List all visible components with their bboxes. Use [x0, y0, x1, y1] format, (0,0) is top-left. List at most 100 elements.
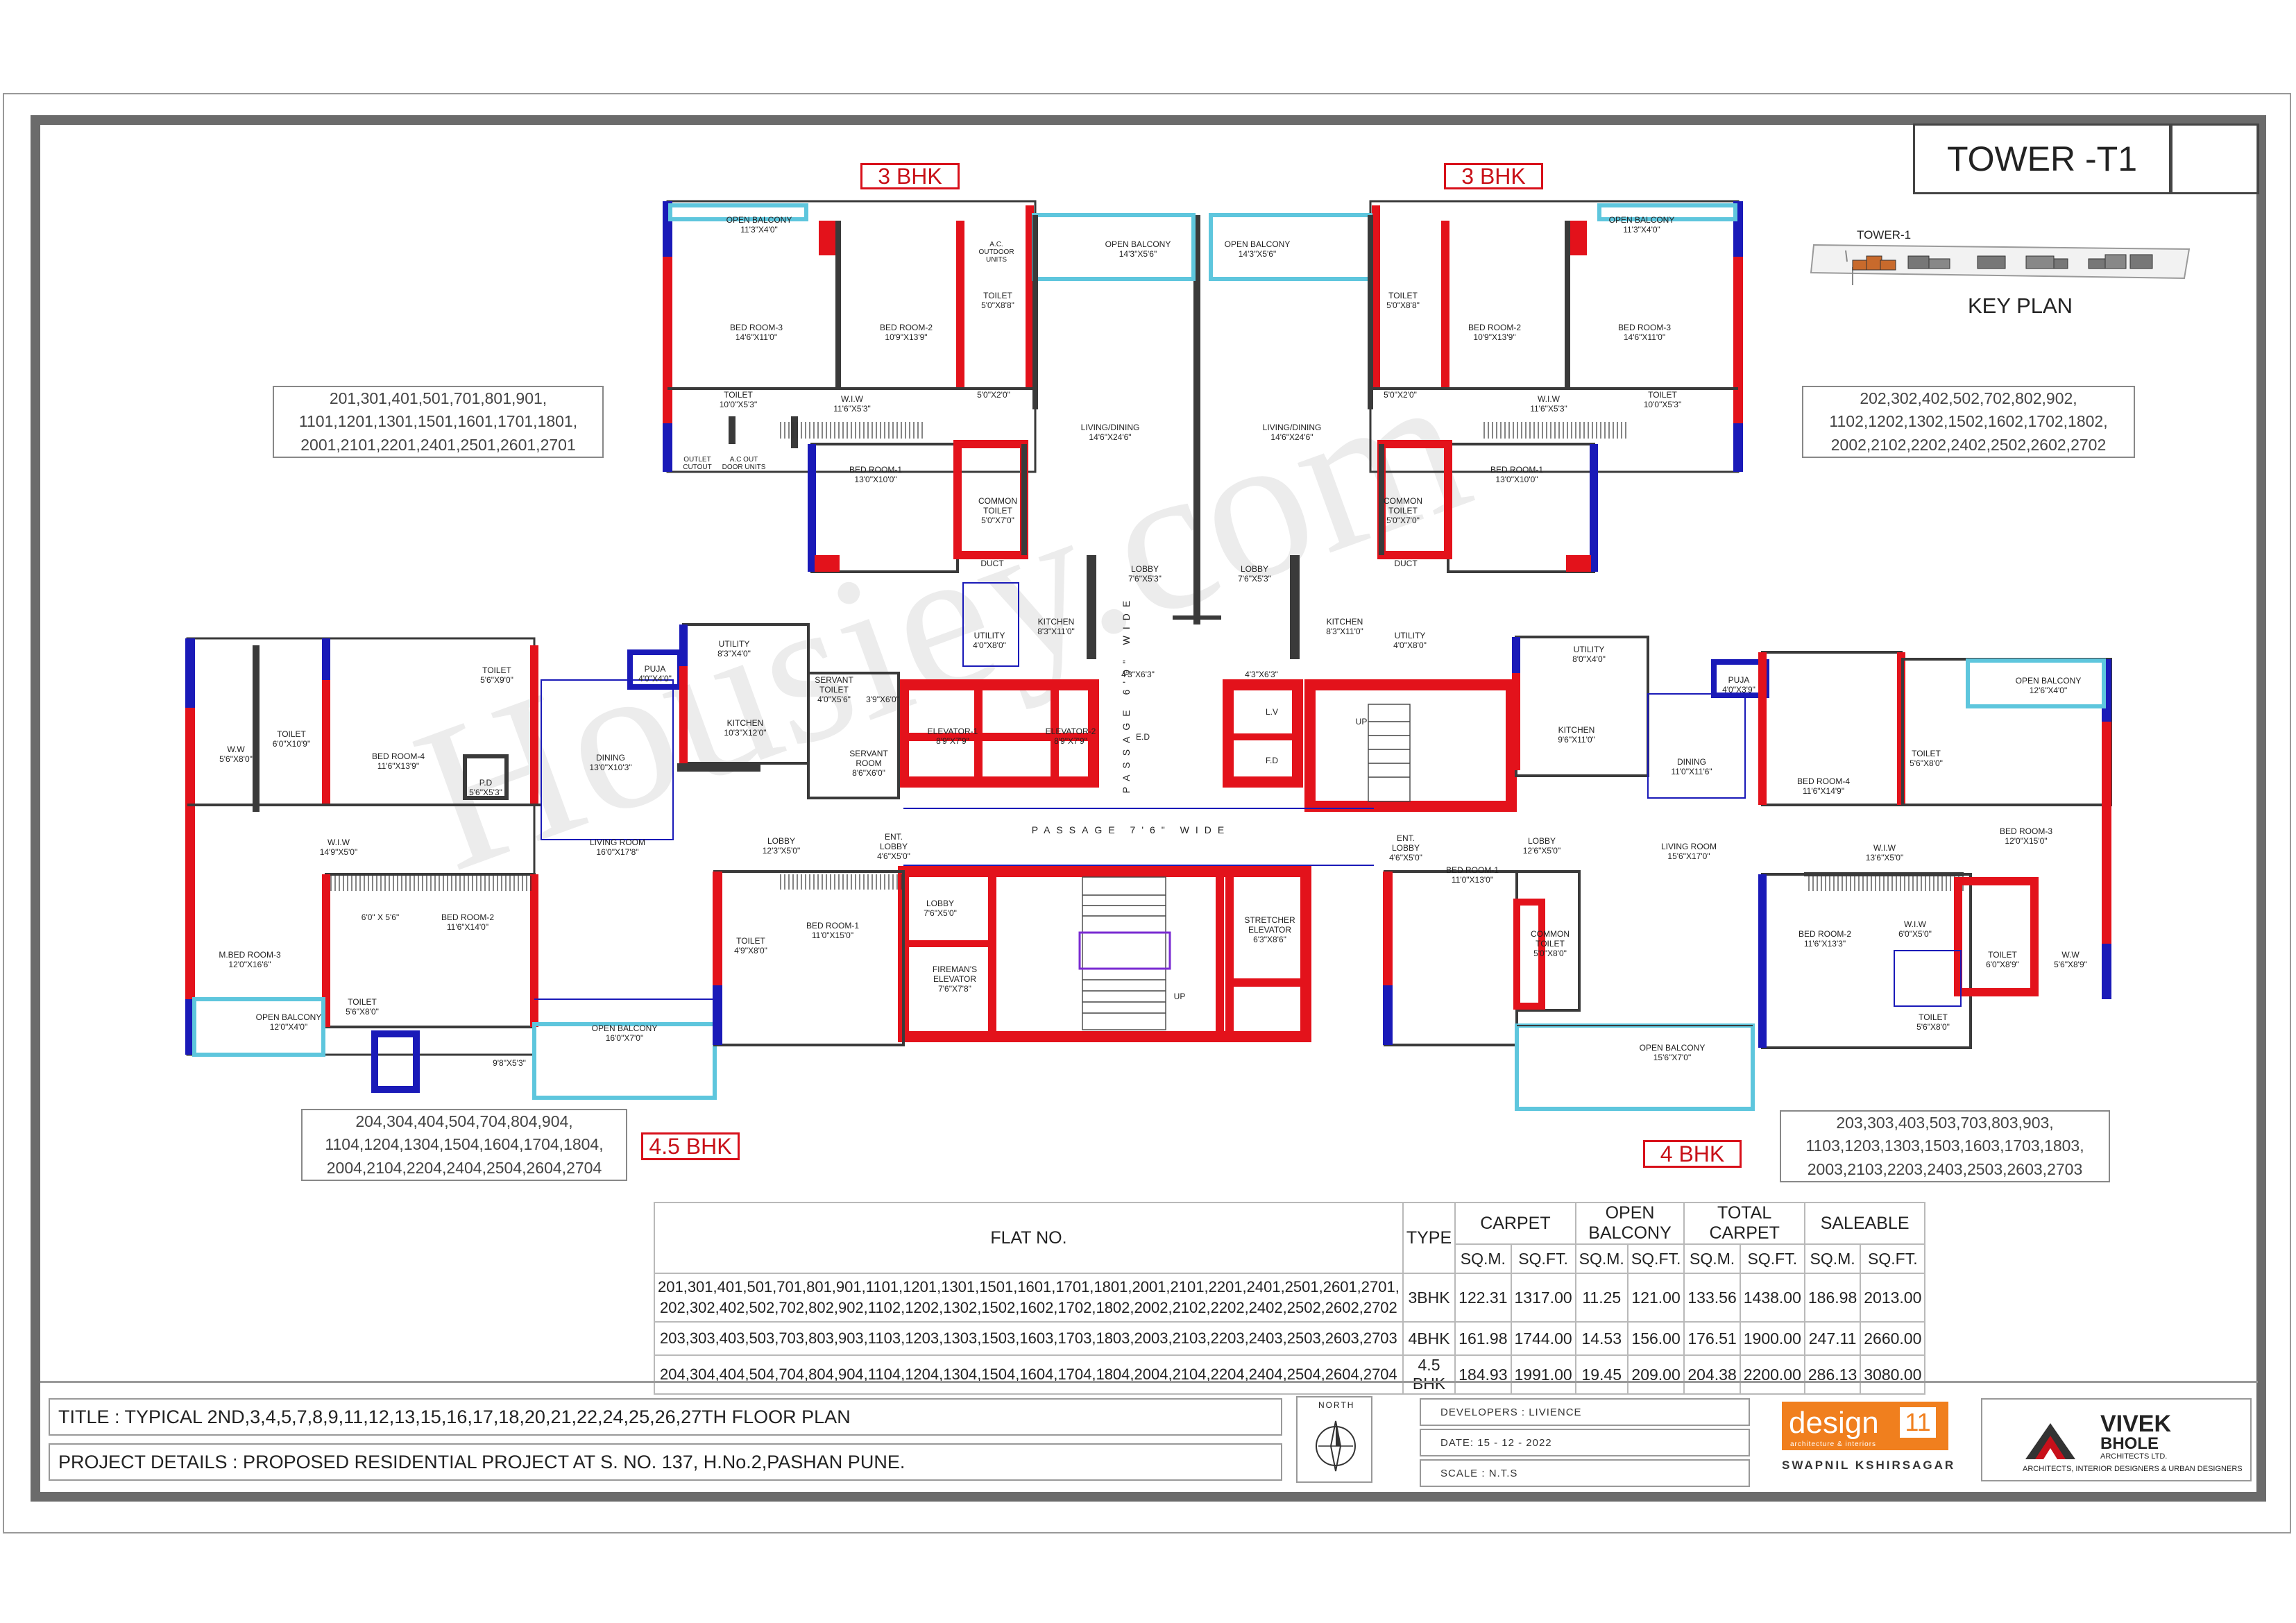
col-open-balcony: OPEN BALCONY — [1574, 1202, 1685, 1245]
room-name: ELEVATOR-2 — [1046, 726, 1096, 736]
room-name: UTILITY — [1395, 631, 1426, 640]
bhk-tag-bottom-right: 4 BHK — [1643, 1140, 1742, 1168]
room-name: TOILET — [1388, 291, 1418, 300]
room-dim: 8'6"X6'0" — [852, 768, 885, 778]
room-dim: 10'9"X13'9" — [1473, 332, 1515, 342]
key-plan-tower-label: TOWER-1 — [1857, 228, 1912, 241]
carpet-sqm: 161.98 — [1454, 1321, 1512, 1356]
passage-label-vertical: PASSAGE 6'0" WIDE — [1121, 595, 1132, 793]
unit-list-line: 1101,1201,1301,1501,1601,1701,1801, — [298, 412, 578, 431]
unit-list-bottom-right: 203,303,403,503,703,803,903, 1103,1203,1… — [1780, 1110, 2110, 1182]
room-name: DINING — [1677, 757, 1706, 767]
ac-units-label: A.C. — [989, 241, 1003, 248]
room-dim: 11'6"X5'3" — [833, 404, 871, 414]
room-dim: 5'0"X2'0" — [977, 390, 1010, 400]
room-name: UP — [1174, 992, 1186, 1001]
unit-list-line: 2004,2104,2204,2404,2504,2604,2704 — [326, 1158, 602, 1177]
table-row: 204,304,404,504,704,804,904,1104,1204,13… — [654, 1354, 1926, 1395]
saleable-sqm: 286.13 — [1803, 1354, 1862, 1395]
room-dim: 7'6"X5'3" — [1128, 574, 1162, 584]
room-name: TOILET — [819, 685, 849, 695]
key-plan-label: KEY PLAN — [1968, 294, 2073, 318]
strip-divider — [40, 1381, 2258, 1383]
type-cell: 4.5 BHK — [1402, 1354, 1456, 1395]
room-dim: 5'6"X8'0" — [1910, 758, 1943, 768]
room-name: DUCT — [1394, 559, 1418, 568]
room-dim: 10'3"X12'0" — [724, 728, 766, 738]
room-dim: 5'6"X8'0" — [219, 754, 253, 764]
unit-sqm: SQ.M. — [1454, 1243, 1512, 1274]
bhk-tag-top-left: 3 BHK — [860, 163, 960, 189]
key-plan-site-icon — [1810, 244, 2191, 285]
unit-list-line: 202,302,402,502,702,802,902, — [1860, 389, 2077, 407]
room-name: KITCHEN — [1038, 617, 1075, 627]
room-name: TOILET — [1919, 1012, 1948, 1022]
room-dim: 13'0"X10'0" — [854, 475, 896, 484]
room-dim: 7'6"X7'8" — [938, 984, 971, 994]
col-total-carpet: TOTAL CARPET — [1683, 1202, 1805, 1245]
total-sqm: 176.51 — [1683, 1321, 1741, 1356]
unit-45bhk-bottom-left — [185, 623, 905, 1100]
carpet-sqm: 122.31 — [1454, 1273, 1512, 1323]
labels-3bhk-left: OPEN BALCONY 11'3"X4'0" OPEN BALCONY 14'… — [720, 215, 1171, 679]
room-name: TOILET — [983, 506, 1012, 516]
room-name: SERVANT — [815, 675, 853, 685]
unit-list-line: 1103,1203,1303,1503,1603,1703,1803, — [1805, 1137, 2084, 1155]
room-name: BED ROOM-2 — [1468, 323, 1521, 332]
col-type: TYPE — [1402, 1202, 1456, 1274]
type-cell: 3BHK — [1402, 1273, 1456, 1323]
room-dim: 10'0"X5'3" — [720, 400, 757, 409]
area-statement-table: FLAT NO. TYPE CARPET OPEN BALCONY TOTAL … — [654, 1202, 1926, 1395]
unit-sqft: SQ.FT. — [1860, 1243, 1926, 1274]
total-sqm: 204.38 — [1683, 1354, 1741, 1395]
project-details: PROJECT DETAILS : PROPOSED RESIDENTIAL P… — [49, 1443, 1282, 1481]
room-name: TOILET — [1648, 390, 1677, 400]
room-dim: 5'6"X8'0" — [1916, 1022, 1950, 1032]
room-dim: 8'3"X11'0" — [1037, 627, 1075, 636]
floor-plan: OPEN BALCONY 11'3"X4'0" OPEN BALCONY 14'… — [185, 200, 2112, 1111]
room-dim: 13'0"X10'0" — [1495, 475, 1538, 484]
room-dim: 12'0"X16'6" — [228, 960, 271, 969]
carpet-sqft: 1744.00 — [1510, 1321, 1576, 1356]
room-dim: 4'0"X4'0" — [638, 674, 672, 683]
design11-name: SWAPNIL KSHIRSAGAR — [1782, 1459, 1956, 1472]
room-name: BED ROOM-1 — [1446, 865, 1499, 875]
room-name: LIVING ROOM — [590, 838, 645, 847]
room-dim: 5'0"X8'8" — [981, 300, 1014, 310]
unit-list-line: 203,303,403,503,703,803,903, — [1836, 1113, 2054, 1132]
room-name: OPEN BALCONY — [592, 1023, 658, 1033]
room-dim: 11'0"X15'0" — [812, 931, 853, 940]
room-name: LOBBY — [767, 836, 795, 846]
room-dim: 12'0"X4'0" — [270, 1022, 307, 1032]
balcony-sqm: 14.53 — [1574, 1321, 1629, 1356]
room-dim: 4'3"X6'3" — [1245, 670, 1278, 679]
room-name: E.D — [1136, 732, 1150, 742]
room-dim: 11'6"X5'3" — [1530, 404, 1567, 414]
room-name: ELEVATOR — [1248, 925, 1291, 935]
room-name: LOBBY — [1392, 843, 1420, 853]
room-name: F.D — [1266, 756, 1278, 765]
room-name: OPEN BALCONY — [1609, 215, 1675, 225]
saleable-sqft: 2013.00 — [1860, 1273, 1926, 1323]
table-row: 201,301,401,501,701,801,901,1101,1201,13… — [654, 1273, 1926, 1323]
room-name: BED ROOM-2 — [1798, 929, 1851, 939]
room-name: W.I.W — [841, 394, 864, 404]
unit-3bhk-top-left — [663, 200, 1196, 667]
design11-logo-word: design — [1789, 1406, 1879, 1440]
labels-45bhk: TOILET 5'6"X9'0" TOILET 6'0"X10'9" W.W 5… — [219, 639, 910, 1068]
room-dim: 8'3"X11'0" — [1326, 627, 1363, 636]
room-dim: 6'0" X 5'6" — [362, 912, 399, 922]
labels-core: ELEVATOR-1 8'9"X7'9" ELEVATOR-2 8'9"X7'9… — [683, 241, 1367, 1001]
room-name: ENT. — [885, 832, 903, 842]
design11-logo: design 11 architecture & interiors SWAPN… — [1782, 1402, 1953, 1478]
ac-out-label: DOOR UNITS — [722, 464, 766, 471]
unit-list-line: 1104,1204,1304,1504,1604,1704,1804, — [325, 1135, 604, 1154]
room-dim: 11'6"X14'0" — [447, 922, 488, 932]
balcony-sqft: 121.00 — [1626, 1273, 1685, 1323]
room-name: LIVING ROOM — [1661, 842, 1717, 851]
room-name: ELEVATOR-1 — [928, 726, 978, 736]
room-dim: 14'6"X24'6" — [1270, 432, 1313, 442]
room-name: BED ROOM-3 — [730, 323, 783, 332]
room-name: ENT. — [1397, 833, 1415, 843]
unit-list-line: 2001,2101,2201,2401,2501,2601,2701 — [300, 435, 576, 454]
